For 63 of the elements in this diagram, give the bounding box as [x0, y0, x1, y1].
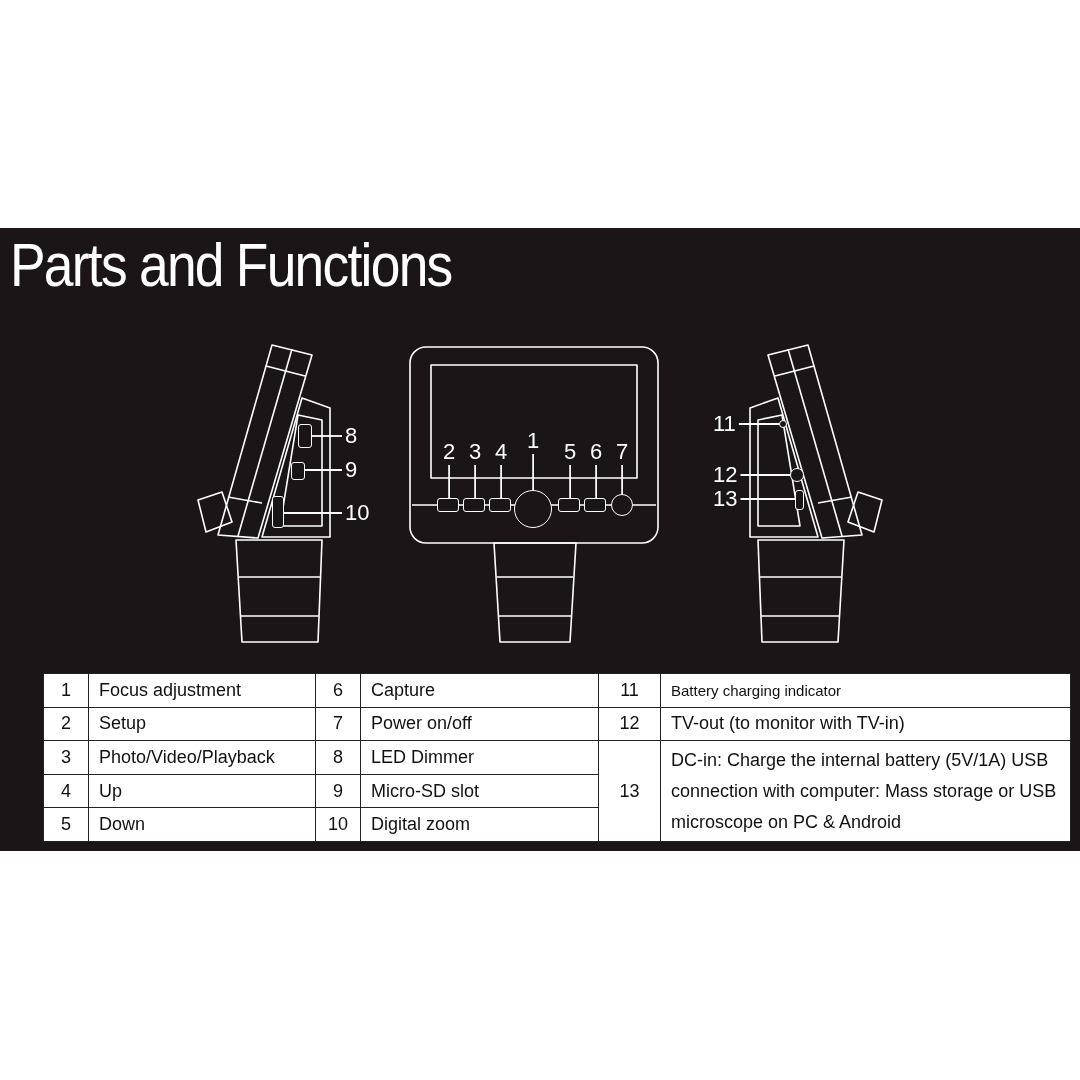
- dimmer-wheel: [298, 424, 312, 448]
- control-button: [437, 498, 459, 512]
- item-number: 6: [333, 678, 343, 702]
- leader-line: [739, 474, 791, 476]
- leader-line: [621, 464, 624, 495]
- item-number: 1: [61, 678, 71, 702]
- leader-line: [500, 464, 503, 499]
- item-description: Up: [99, 779, 122, 803]
- item-description: Photo/Video/Playback: [99, 746, 275, 769]
- item-number: 7: [333, 712, 343, 736]
- usb-port: [795, 490, 804, 510]
- item-number: 5: [61, 813, 71, 837]
- callout-number: 7: [616, 441, 629, 463]
- callout-number: 6: [590, 441, 603, 463]
- item-number: 11: [620, 678, 639, 702]
- item-description: Power on/off: [371, 712, 472, 736]
- control-button: [558, 498, 580, 512]
- item-number: 3: [61, 746, 71, 769]
- callout-number: 1: [527, 430, 540, 452]
- indicator-light: [779, 420, 787, 428]
- item-description: DC-in: Charge the internal battery (5V/1A) USB connection with computer: Mass storage or USB microscope on PC & Android: [671, 748, 1058, 834]
- item-number: 8: [333, 746, 343, 769]
- leader-line: [304, 469, 343, 471]
- leader-line: [311, 435, 343, 437]
- item-description: TV-out (to monitor with TV-in): [671, 712, 905, 736]
- leader-line: [595, 464, 598, 499]
- item-number: 4: [61, 779, 71, 803]
- item-number: 10: [328, 813, 348, 837]
- item-description: Setup: [99, 712, 147, 736]
- callout-number: 8: [345, 425, 358, 447]
- item-description: Capture: [371, 678, 436, 702]
- callout-number: 3: [469, 441, 482, 463]
- control-button: [584, 498, 606, 512]
- leader-line: [739, 498, 796, 500]
- leader-line: [283, 512, 343, 514]
- card-slot: [291, 462, 305, 480]
- item-description: LED Dimmer: [371, 746, 474, 769]
- leader-line: [569, 464, 572, 499]
- leader-line: [474, 464, 477, 499]
- item-description: Focus adjustment: [99, 678, 242, 702]
- callout-number: 10: [345, 502, 370, 524]
- leader-line: [737, 423, 780, 425]
- item-number: 13: [619, 779, 640, 803]
- leader-line: [448, 464, 451, 499]
- item-number: 12: [619, 712, 640, 736]
- callout-number: 11: [713, 413, 736, 435]
- callout-number: 13: [713, 488, 738, 510]
- item-description: Battery charging indicator: [671, 680, 842, 701]
- item-description: Digital zoom: [371, 813, 471, 837]
- title: Parts and Functions: [10, 234, 452, 296]
- callout-number: 9: [345, 459, 358, 481]
- callout-number: 2: [443, 441, 456, 463]
- callout-number: 4: [495, 441, 508, 463]
- leader-line: [532, 453, 535, 491]
- callout-number: 12: [713, 464, 738, 486]
- callout-number: 5: [564, 441, 577, 463]
- zoom-switch: [272, 496, 284, 528]
- item-description: Down: [99, 813, 146, 837]
- item-description: Micro-SD slot: [371, 779, 479, 803]
- control-button: [489, 498, 511, 512]
- item-number: 2: [61, 712, 71, 736]
- control-button: [463, 498, 485, 512]
- item-number: 9: [333, 779, 343, 803]
